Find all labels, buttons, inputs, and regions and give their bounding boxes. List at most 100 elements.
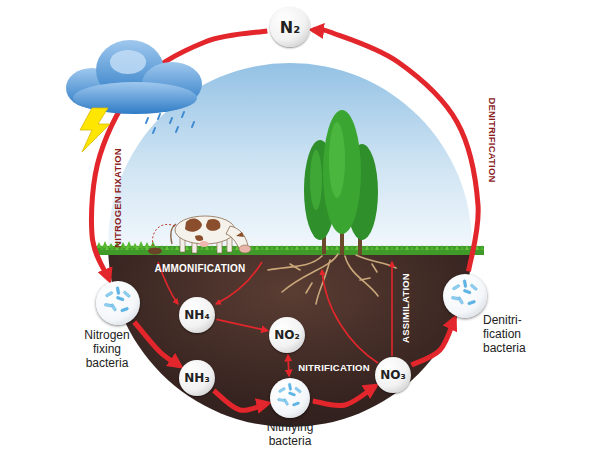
process-label: NITROGEN FIXATION <box>112 148 123 248</box>
grass-blade <box>400 245 404 250</box>
bacterium-rod <box>288 392 296 397</box>
bacterium-rod <box>463 280 467 288</box>
grass-blade <box>100 245 104 250</box>
bacterium-rod <box>451 296 459 300</box>
grass-blade <box>435 245 439 250</box>
grass-blade <box>300 245 304 250</box>
grass-blade <box>385 245 389 250</box>
grass-blade <box>140 245 144 250</box>
process-label: AMMONIFICATION <box>155 263 246 274</box>
cycle-arrow <box>412 319 455 365</box>
bacterium-rod <box>463 289 471 294</box>
grass-blade <box>105 245 109 250</box>
grass-blade <box>425 245 429 250</box>
bacterium-rod <box>120 307 128 312</box>
dotted-arc <box>152 224 175 246</box>
bacteria-picture <box>96 281 140 325</box>
process-label: DENITRIFICATION <box>487 97 498 182</box>
grass-blade <box>480 245 484 250</box>
bacterium-rod <box>467 300 475 305</box>
chemical-node: NH₃ <box>179 360 215 396</box>
grass-blade <box>210 245 214 250</box>
bacterium-rod <box>452 284 460 290</box>
grass-blade <box>395 245 399 250</box>
chemical-formula: NH₃ <box>184 371 209 385</box>
process-label: NITRIFICATION <box>298 362 370 373</box>
cycle-arrow <box>91 31 267 280</box>
grass-blade <box>285 245 289 250</box>
bacteria-label: Nitrogen fixing bacteria <box>74 329 140 370</box>
bacterium-rod <box>277 398 285 402</box>
grass-blade <box>375 245 379 250</box>
bacterium-rod <box>470 284 478 291</box>
bacterium-rod <box>116 287 120 295</box>
grass-blade <box>430 245 434 250</box>
cycle-arrow <box>214 391 268 411</box>
grass-blade <box>145 245 149 250</box>
grass-blade <box>315 245 319 250</box>
grass-blade <box>370 245 374 250</box>
cow <box>171 216 251 253</box>
bacteria-picture <box>443 274 487 318</box>
grass-blade <box>165 245 169 250</box>
trees <box>304 110 378 255</box>
grass-blade <box>420 245 424 250</box>
grass-blade <box>280 245 284 250</box>
grass-blade <box>455 245 459 250</box>
process-label: ASSIMILATION <box>400 273 411 343</box>
lightning-bolt <box>80 108 110 152</box>
bacterium-rod <box>292 402 300 407</box>
grass-blade <box>330 245 334 250</box>
bacteria-node: Nitrifying bacteria <box>270 378 310 418</box>
cycle-arrow <box>134 322 180 366</box>
grass-blade <box>135 245 139 250</box>
grass-blade <box>125 245 129 250</box>
process-arrow <box>288 355 289 376</box>
bacterium-rod <box>104 303 112 307</box>
grass-blade <box>260 245 264 250</box>
dung <box>148 248 162 255</box>
rain-drops <box>146 112 194 133</box>
bacteria-picture <box>270 378 310 418</box>
grass-blade <box>130 245 134 250</box>
grass-blade <box>290 245 294 250</box>
cycle-arrow <box>313 29 478 271</box>
grass-blade <box>335 245 339 250</box>
grass-blade <box>175 245 179 250</box>
chemical-node: N₂ <box>270 7 310 47</box>
grass-blade <box>445 245 449 250</box>
uptake-arrow <box>322 270 378 363</box>
grass-blade <box>440 245 444 250</box>
chemical-formula: NO₃ <box>380 368 406 382</box>
grass-blade <box>185 245 189 250</box>
grass-blade <box>255 245 259 250</box>
chemical-formula: N₂ <box>280 18 300 37</box>
grass-blade <box>305 245 309 250</box>
grass-blade <box>460 245 464 250</box>
grass-blade <box>265 245 269 250</box>
grass-blade <box>415 245 419 250</box>
bacteria-node: Denitri- fication bacteria <box>443 274 487 318</box>
grass-blade <box>410 245 414 250</box>
grass-blade <box>405 245 409 250</box>
bacteria-label: Denitri- fication bacteria <box>483 314 543 355</box>
bacterium-rod <box>294 387 301 393</box>
grass-blade <box>450 245 454 250</box>
grass-blade <box>310 245 314 250</box>
grass-blade <box>275 245 279 250</box>
bacterium-rod <box>116 296 124 301</box>
tree-roots <box>268 254 396 304</box>
grass-blade <box>350 245 354 250</box>
grass-blade <box>170 245 174 250</box>
grass-blade <box>465 245 469 250</box>
process-arrow <box>217 319 268 330</box>
chemical-node: NH₄ <box>179 297 215 333</box>
chemical-formula: NO₂ <box>274 328 300 342</box>
rain-cloud <box>66 40 202 114</box>
bacteria-node: Nitrogen fixing bacteria <box>96 281 140 325</box>
grass-blade <box>270 245 274 250</box>
chemical-node: NO₃ <box>375 357 411 393</box>
grass-blade <box>345 245 349 250</box>
grass-blade <box>295 245 299 250</box>
